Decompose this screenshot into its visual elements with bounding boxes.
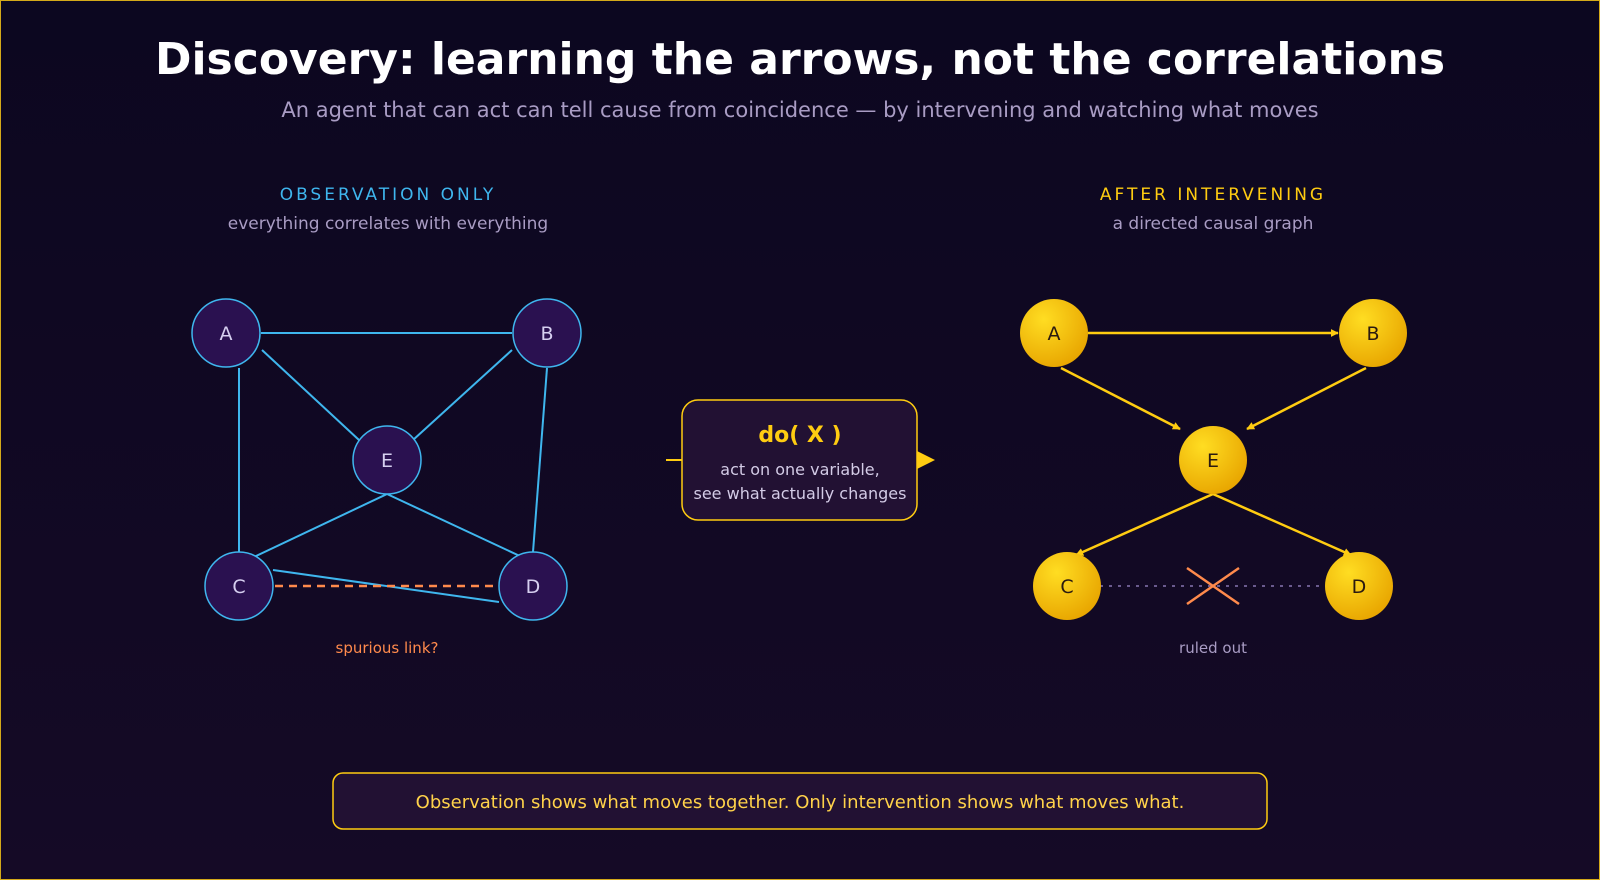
observation-edges — [238, 332, 548, 603]
ruled-out-note: ruled out — [1179, 639, 1247, 657]
node-c — [204, 551, 274, 621]
causal-node-c-label: C — [1060, 576, 1073, 598]
causal-node-a-label: A — [1048, 323, 1061, 345]
edge-e-c — [253, 493, 388, 558]
causal-node-b-label: B — [1366, 323, 1379, 345]
causal-node-e — [1179, 426, 1247, 494]
cross-out-icon — [1186, 566, 1240, 606]
causal-edges — [1060, 329, 1367, 557]
intervention-arrow-head — [917, 451, 935, 469]
node-b — [512, 298, 582, 368]
causal-node-e-label: E — [1207, 450, 1219, 472]
edge-e-d — [386, 493, 523, 558]
node-e — [352, 425, 422, 495]
causal-nodes: A B E C D — [1020, 299, 1407, 620]
spurious-note: spurious link? — [336, 639, 439, 657]
causal-node-a — [1020, 299, 1088, 367]
do-operator: do( X ) — [758, 423, 841, 448]
causal-node-c — [1033, 552, 1101, 620]
observation-subheading: everything correlates with everything — [228, 214, 548, 234]
arrow-e-c — [1075, 492, 1214, 557]
arrow-a-e — [1060, 366, 1181, 431]
edge-a-e — [261, 349, 360, 441]
do-description-line-2: see what actually changes — [694, 484, 907, 503]
edge-c-d — [272, 569, 500, 603]
node-b-label: B — [540, 323, 553, 345]
page-title: Discovery: learning the arrows, not the … — [155, 34, 1445, 85]
node-d-label: D — [526, 576, 541, 598]
node-e-label: E — [381, 450, 393, 472]
edge-b-e — [412, 349, 513, 441]
page-subtitle: An agent that can act can tell cause fro… — [281, 98, 1318, 122]
causal-node-d — [1325, 552, 1393, 620]
arrow-b-e — [1246, 366, 1367, 431]
node-a-label: A — [220, 323, 233, 345]
intervention-subheading: a directed causal graph — [1113, 214, 1314, 234]
arrow-e-d — [1212, 492, 1352, 557]
observation-nodes: A B E C D — [191, 298, 582, 621]
node-c-label: C — [232, 576, 245, 598]
node-a — [191, 298, 261, 368]
do-description-line-1: act on one variable, — [720, 460, 879, 479]
edge-b-d — [532, 367, 548, 553]
caption-box — [332, 772, 1268, 830]
causal-node-b — [1339, 299, 1407, 367]
caption-text: Observation shows what moves together. O… — [416, 792, 1185, 813]
observation-heading: OBSERVATION ONLY — [280, 185, 497, 205]
causal-node-d-label: D — [1352, 576, 1367, 598]
node-d — [498, 551, 568, 621]
intervention-heading: AFTER INTERVENING — [1100, 185, 1326, 205]
